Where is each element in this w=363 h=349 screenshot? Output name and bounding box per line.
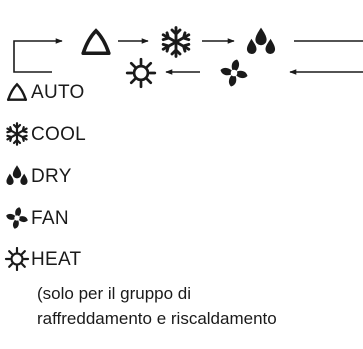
- note-line-1: (solo per il gruppo di: [37, 284, 192, 303]
- water-drops-icon: [6, 165, 28, 185]
- legend-dry-label: DRY: [31, 165, 72, 187]
- legend-dry: DRY: [4, 162, 72, 190]
- legend-cool: COOL: [4, 120, 86, 148]
- fan-icon: [6, 207, 28, 229]
- auto-triangle-icon: [6, 83, 28, 101]
- sun-icon: [4, 247, 30, 271]
- legend-heat: HEAT: [4, 245, 81, 273]
- legend-fan: FAN: [4, 204, 69, 232]
- snowflake-icon: [6, 122, 28, 146]
- cycle-fan-icon: [220, 59, 248, 87]
- legend-cool-label: COOL: [31, 123, 87, 145]
- mode-cycle-diagram: [13, 26, 363, 89]
- legend-auto-label: AUTO: [31, 81, 85, 103]
- note-line-2: raffreddamento e riscaldamento: [37, 309, 277, 328]
- cycle-dry-icon: [246, 27, 276, 54]
- cycle-auto-icon: [81, 29, 111, 55]
- cycle-heat-icon: [125, 57, 157, 89]
- cycle-loop-line: [13, 38, 63, 73]
- legend-heat-label: HEAT: [31, 248, 82, 270]
- cycle-cool-icon: [161, 26, 191, 58]
- legend-fan-label: FAN: [31, 207, 69, 229]
- heat-mode-note: (solo per il gruppo di raffreddamento e …: [37, 281, 277, 331]
- legend-auto: AUTO: [4, 78, 85, 106]
